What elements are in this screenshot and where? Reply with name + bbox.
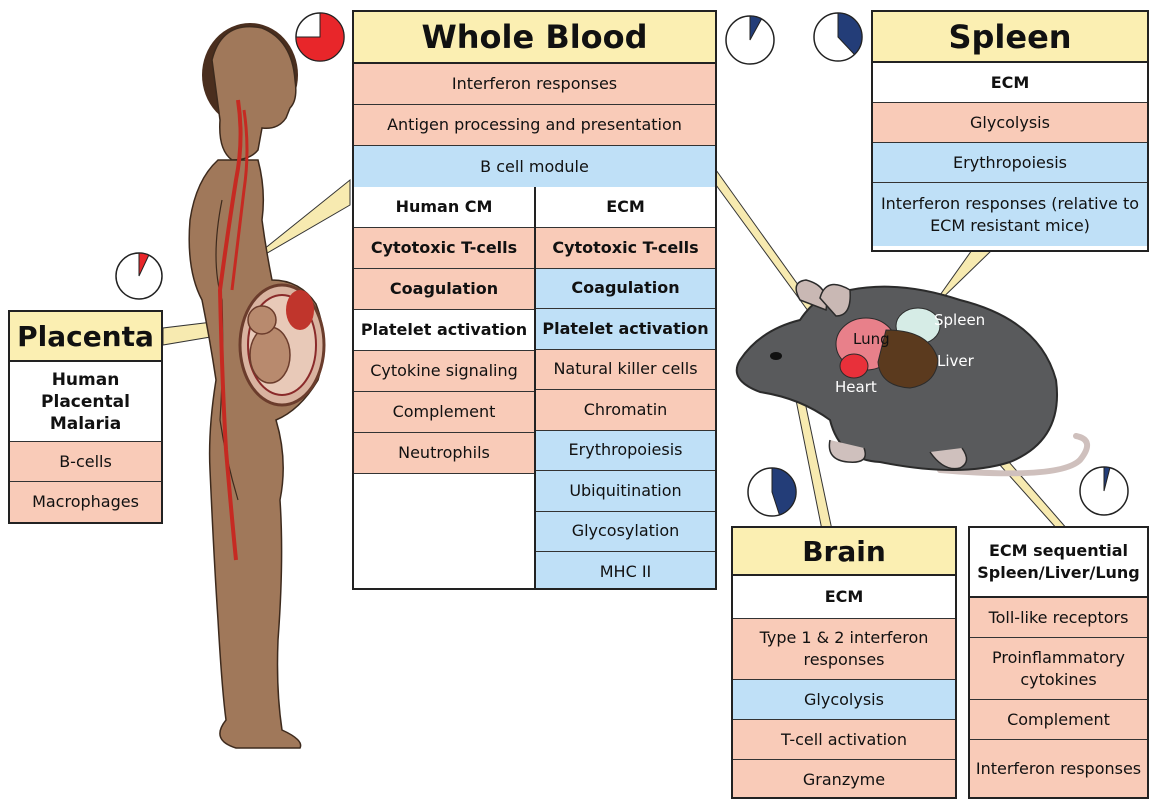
human-cm-row-4: Cytokine signaling — [354, 351, 534, 392]
ecm-row-2: Coagulation — [536, 269, 715, 310]
whole-blood-mouse-pointer — [716, 170, 826, 330]
ecm-row-6: Erythropoiesis — [536, 431, 715, 472]
ecm-row-1: Cytotoxic T-cells — [536, 228, 715, 269]
pie-brain — [748, 468, 796, 516]
ecm-header: ECM — [536, 187, 715, 228]
sequential-row-1: Toll-like receptors — [970, 598, 1147, 638]
sequential-panel: ECM sequential Spleen/Liver/Lung Toll-li… — [968, 526, 1149, 799]
pie-placenta — [116, 253, 162, 299]
sequential-row-3: Complement — [970, 700, 1147, 740]
human-cm-row-6: Neutrophils — [354, 433, 534, 474]
ecm-row-7: Ubiquitination — [536, 471, 715, 512]
whole-blood-title: Whole Blood — [354, 12, 715, 64]
ecm-row-4: Natural killer cells — [536, 350, 715, 391]
ecm-row-3: Platelet activation — [536, 309, 715, 350]
mouse-label-heart: Heart — [835, 378, 877, 396]
sequential-row-2: Proinflammatory cytokines — [970, 638, 1147, 700]
ecm-row-9: MHC II — [536, 552, 715, 590]
pie-sequential — [1080, 467, 1128, 515]
placenta-row-1: B-cells — [10, 442, 161, 482]
placenta-row-2: Macrophages — [10, 482, 161, 522]
spleen-title: Spleen — [873, 12, 1147, 63]
mouse-label-spleen: Spleen — [934, 311, 985, 329]
ecm-row-8: Glycosylation — [536, 512, 715, 553]
pregnant-woman-illustration — [189, 23, 324, 748]
mouse-illustration — [737, 280, 1087, 473]
brain-row-5: Granzyme — [733, 760, 955, 799]
human-cm-row-1: Cytotoxic T-cells — [354, 228, 534, 269]
whole-blood-shared-row-3: B cell module — [354, 146, 715, 187]
brain-row-3: Glycolysis — [733, 680, 955, 720]
pie-whole-blood-mouse — [726, 16, 774, 64]
whole-blood-shared-row-2: Antigen processing and presentation — [354, 105, 715, 146]
spleen-row-1: ECM — [873, 63, 1147, 103]
brain-title: Brain — [733, 528, 955, 576]
human-cm-row-2: Coagulation — [354, 269, 534, 310]
placenta-title: Placenta — [10, 312, 161, 362]
human-cm-row-5: Complement — [354, 392, 534, 433]
whole-blood-shared-row-1: Interferon responses — [354, 64, 715, 105]
human-cm-row-3: Platelet activation — [354, 310, 534, 351]
spleen-row-3: Erythropoiesis — [873, 143, 1147, 183]
placenta-panel: Placenta Human Placental Malaria B-cells… — [8, 310, 163, 524]
brain-row-4: T-cell activation — [733, 720, 955, 760]
sequential-title: ECM sequential Spleen/Liver/Lung — [970, 528, 1147, 598]
brain-row-1: ECM — [733, 576, 955, 619]
placenta-subheader: Human Placental Malaria — [10, 362, 161, 442]
brain-row-2: Type 1 & 2 interferon responses — [733, 619, 955, 680]
spleen-row-4: Interferon responses (relative to ECM re… — [873, 183, 1147, 246]
pie-spleen — [814, 13, 862, 61]
spleen-row-2: Glycolysis — [873, 103, 1147, 143]
mouse-label-liver: Liver — [937, 352, 974, 370]
sequential-row-4: Interferon responses — [970, 740, 1147, 797]
mouse-label-lung: Lung — [853, 330, 890, 348]
human-cm-header: Human CM — [354, 187, 534, 228]
ecm-row-5: Chromatin — [536, 390, 715, 431]
pie-whole-blood-human — [296, 13, 344, 61]
